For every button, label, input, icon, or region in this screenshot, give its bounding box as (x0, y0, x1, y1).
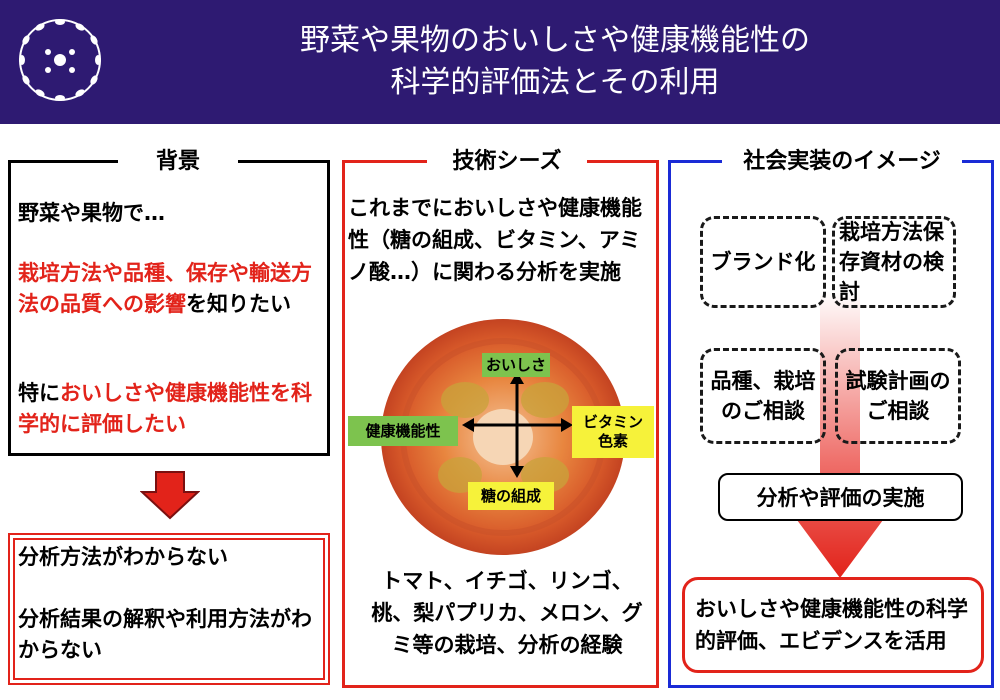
laurel-wreath-logo-icon (19, 19, 101, 101)
axes-arrows-icon (462, 372, 573, 478)
item-variety-consult: 品種、栽培のご相談 (700, 348, 826, 444)
outcome-text: おいしさや健康機能性の科学的評価、エビデンスを活用 (695, 597, 968, 653)
background-concern-highlight: 栽培方法や品種、保存や輸送方法の品質への影響 (18, 261, 312, 316)
problem-box (8, 533, 330, 685)
background-title: 背景 (118, 148, 238, 176)
label-vitamin: ビタミン (582, 413, 643, 431)
outcome-box: おいしさや健康機能性の科学的評価、エビデンスを活用 (682, 577, 984, 673)
title-line-1: 野菜や果物のおいしさや健康機能性の (300, 23, 810, 58)
seeds-experience: トマト、イチゴ、リンゴ、桃、梨パプリカ、メロン、グミ等の栽培、分析の経験 (371, 569, 643, 657)
label-health-function: 健康機能性 (348, 416, 458, 446)
item-cultivation-review: 栽培方法保存資材の検討 (832, 216, 956, 308)
background-wish-highlight: おいしさや健康機能性を科学的に評価したい (18, 381, 312, 436)
item-analysis-box: 分析や評価の実施 (718, 473, 963, 521)
label-taste: おいしさ (482, 353, 550, 377)
down-arrow-icon (140, 471, 200, 520)
problem-2: 分析結果の解釈や利用方法がわからない (18, 607, 312, 662)
item-analysis: 分析や評価の実施 (756, 486, 925, 510)
background-concern-tail: を知りたい (186, 292, 291, 316)
item-branding: ブランド化 (700, 216, 826, 308)
problem-1: 分析方法がわからない (18, 545, 228, 569)
header-banner: 野菜や果物のおいしさや健康機能性の 科学的評価法とその利用 (0, 0, 1000, 124)
background-concern: 栽培方法や品種、保存や輸送方法の品質への影響を知りたい (18, 258, 320, 320)
seeds-description: これまでにおいしさや健康機能性（糖の組成、ビタミン、アミノ酸…）に関わる分析を実… (348, 196, 642, 284)
label-sugar-composition: 糖の組成 (468, 482, 554, 510)
label-vitamin-pigment: ビタミン 色素 (572, 406, 654, 458)
background-wish: 特においしさや健康機能性を科学的に評価したい (18, 378, 318, 440)
implementation-title: 社会実装のイメージ (722, 148, 962, 176)
problem-box-inner-border (13, 538, 325, 680)
background-wish-prefix: 特に (18, 381, 60, 405)
seeds-title: 技術シーズ (427, 148, 587, 176)
background-intro: 野菜や果物で… (18, 201, 165, 225)
page-title: 野菜や果物のおいしさや健康機能性の 科学的評価法とその利用 (130, 0, 980, 124)
item-trial-consult: 試験計画のご相談 (835, 348, 961, 444)
title-line-2: 科学的評価法とその利用 (390, 65, 720, 100)
label-pigment: 色素 (597, 432, 628, 450)
